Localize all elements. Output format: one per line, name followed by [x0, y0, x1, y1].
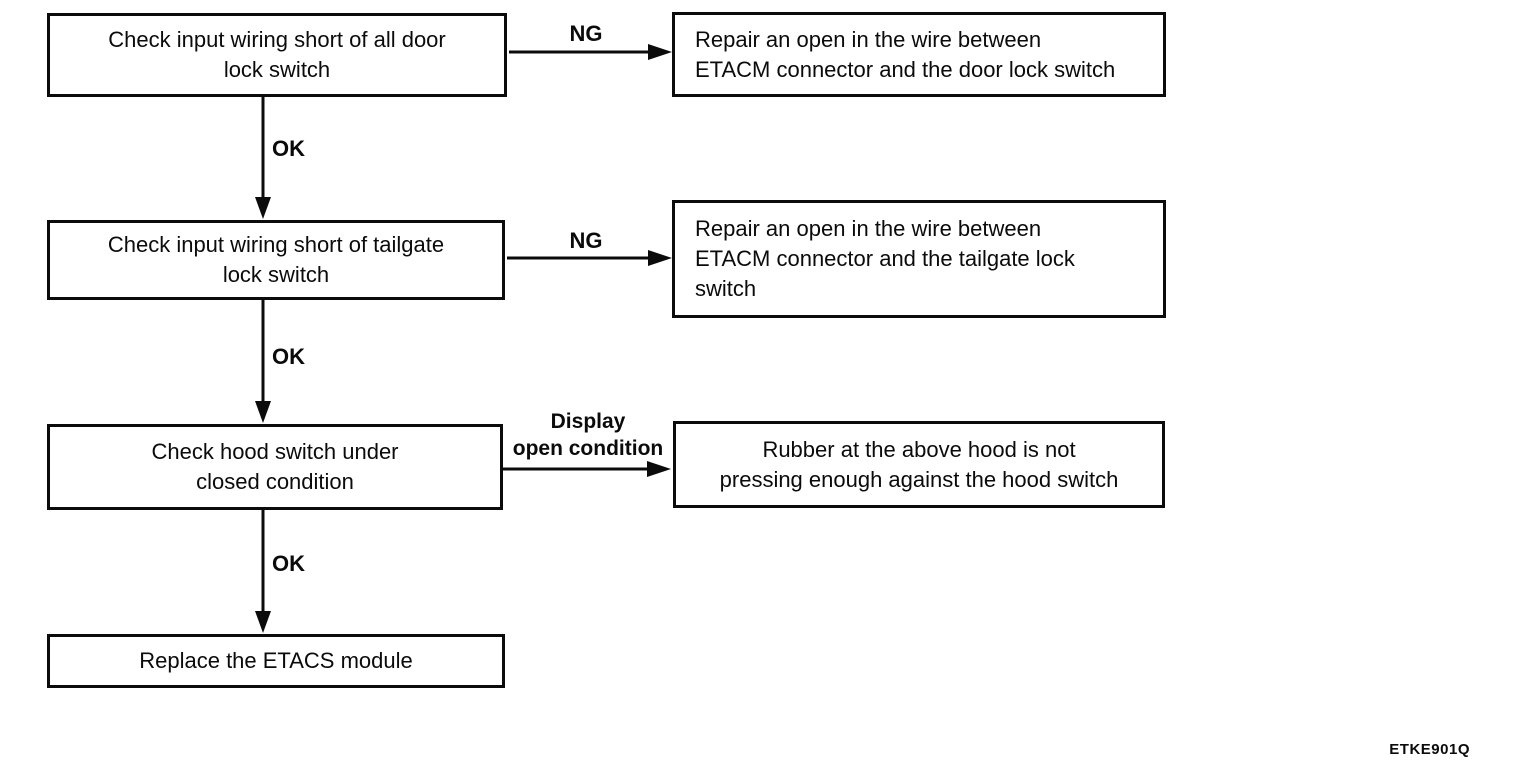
edge-ok-to-replace-arrow — [255, 510, 271, 633]
edge-label-display-open-condition: Display open condition — [512, 410, 664, 460]
edge-label-ok-2: OK — [272, 344, 305, 369]
node-rubber-hood-note: Rubber at the above hood is not pressing… — [673, 421, 1165, 508]
node-check-hood-switch: Check hood switch under closed condition — [47, 424, 503, 510]
edge-display-open-arrow — [503, 461, 671, 477]
edge-ng-tailgate-arrow — [507, 250, 672, 266]
node-repair-door-lock-wire: Repair an open in the wire between ETACM… — [672, 12, 1166, 97]
edge-label-ng-1: NG — [569, 21, 603, 46]
edge-label-ok-3: OK — [272, 551, 305, 576]
node-repair-tailgate-lock-wire: Repair an open in the wire between ETACM… — [672, 200, 1166, 318]
node-check-tailgate-lock-switch: Check input wiring short of tailgate loc… — [47, 220, 505, 300]
edge-label-ng-2: NG — [569, 228, 603, 253]
node-check-door-lock-switch: Check input wiring short of all door loc… — [47, 13, 507, 97]
edge-ok-to-tailgate-arrow — [255, 97, 271, 219]
edge-label-ok-1: OK — [272, 136, 305, 161]
node-replace-etacs-module: Replace the ETACS module — [47, 634, 505, 688]
edge-ok-to-hood-arrow — [255, 300, 271, 423]
figure-code: ETKE901Q — [1389, 741, 1470, 758]
edge-ng-door-lock-arrow — [509, 44, 672, 60]
